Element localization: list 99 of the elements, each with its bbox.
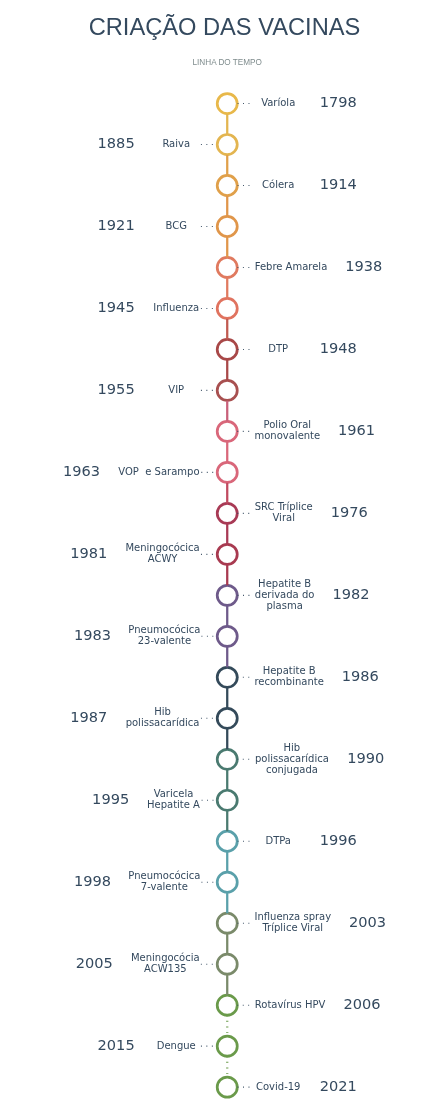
diagram-title: CRIAÇÃO DAS VACINAS [88, 14, 360, 41]
connector [225, 605, 228, 627]
node-text: Varicela Hepatite A [146, 788, 200, 811]
connector [225, 400, 228, 422]
node-label: 1983 [73, 625, 111, 643]
node-text: SRC Tríplice Viral [254, 501, 313, 524]
node-text: Febre Amarela [254, 261, 327, 273]
connector [225, 974, 228, 996]
node-label: 1798 [319, 92, 357, 110]
node-text: Hib polissacarídica conjugada [254, 741, 329, 775]
node-circle [215, 133, 239, 156]
node-circle [215, 747, 239, 771]
connector [225, 277, 228, 299]
node-text: Meningocócia ACW135 [130, 952, 200, 975]
node-circle [215, 1034, 239, 1058]
node-text: Influenza [152, 302, 199, 313]
node-circle [215, 788, 239, 812]
node-circle [215, 911, 239, 935]
node-circle [215, 379, 239, 402]
connector [225, 564, 228, 586]
node-circle [215, 92, 239, 115]
node-text: Hepatite B recombinante [253, 665, 324, 688]
connector [225, 359, 228, 381]
node-text: BCG [165, 220, 187, 232]
node-label: 1976 [330, 502, 368, 520]
node-label: 2005 [75, 953, 113, 971]
node-circle [215, 174, 239, 197]
connector [225, 933, 228, 955]
node-label: 1921 [97, 215, 135, 233]
connector [225, 892, 228, 914]
node-text: Hib polissacarídica [125, 706, 199, 729]
connector [225, 154, 228, 176]
node-circle [215, 829, 239, 853]
node-circle [215, 952, 239, 976]
node-text: Dengue [156, 1039, 196, 1051]
node-circle [215, 502, 239, 525]
node-text: Hepatite B derivada do plasma [254, 577, 314, 611]
connector [225, 646, 228, 668]
node-circle [215, 583, 239, 607]
node-label: 2006 [342, 994, 381, 1012]
node-label: 1998 [73, 871, 111, 889]
node-label: 1948 [319, 338, 357, 356]
connector [225, 523, 228, 545]
node-label: 1987 [69, 707, 107, 725]
node-label: 1996 [319, 830, 357, 848]
node-label: 1914 [319, 174, 357, 192]
connector [225, 195, 228, 217]
connector [225, 810, 228, 832]
node-text: Covid-19 [255, 1080, 300, 1092]
label: LINHA DO TEMPO [192, 57, 262, 67]
node-text: Influenza spray Tríplice Viral [253, 911, 331, 934]
node-label: 1986 [341, 666, 379, 684]
connector [225, 318, 228, 340]
node-label: 2021 [319, 1076, 357, 1094]
node-circle [215, 420, 239, 443]
node-label: 1955 [97, 379, 135, 397]
node-text: VOP e Sarampo [117, 465, 200, 477]
node-label: 1990 [346, 748, 384, 766]
node-label: 1981 [69, 543, 107, 561]
node-label: 1961 [337, 420, 375, 438]
node-text: Pneumocócica 7-valente [127, 870, 200, 893]
connector [225, 769, 228, 791]
node-text: DTP [267, 342, 288, 354]
node-text: Cólera [261, 179, 294, 191]
node-circle [215, 1075, 239, 1099]
node-label: 1945 [97, 297, 135, 315]
node-circle [215, 542, 239, 566]
node-circle [215, 624, 239, 648]
node-text: VIP [167, 383, 184, 395]
connector [225, 728, 228, 750]
node-text: Rotavírus HPV [254, 998, 325, 1010]
node-label: 1938 [344, 256, 382, 274]
connector [225, 687, 228, 709]
node-circle [215, 338, 239, 361]
connector [225, 441, 228, 463]
node-label: 1995 [91, 789, 129, 807]
node-label: 2003 [348, 912, 386, 930]
node-circle [215, 461, 239, 484]
node-text: Varíola [260, 97, 295, 109]
node-text: Pneumocócica 23-valente [127, 624, 200, 647]
node-circle [215, 706, 239, 730]
node-text: Raiva [161, 138, 190, 150]
node-circle [215, 215, 239, 238]
connector [225, 236, 228, 258]
connector [225, 851, 228, 873]
node-label: 1885 [97, 133, 135, 151]
node-text: Meningocócica ACWY [124, 542, 200, 565]
node-circle [215, 256, 239, 279]
node-label: 1963 [62, 461, 100, 479]
connector [225, 113, 228, 135]
node-circle [215, 297, 239, 320]
connector [225, 482, 228, 504]
node-circle [215, 870, 239, 894]
node-text: Polio Oral monovalente [253, 419, 320, 442]
node-circle [215, 993, 239, 1017]
node-label: 2015 [97, 1035, 135, 1053]
node-label: 1982 [332, 584, 370, 602]
node-circle [215, 665, 239, 689]
node-text: DTPa [264, 834, 291, 846]
